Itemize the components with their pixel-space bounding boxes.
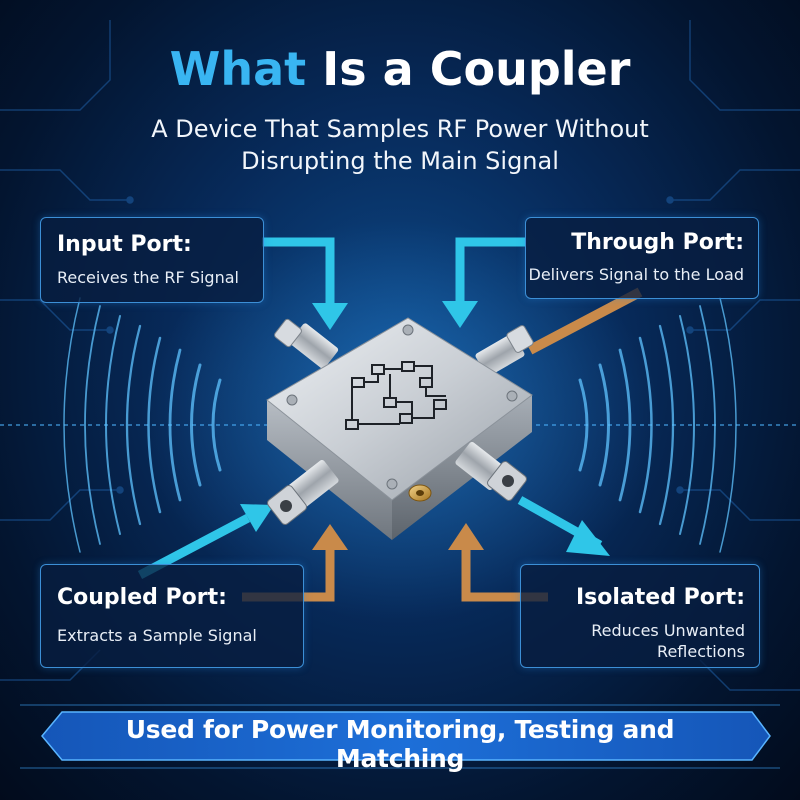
isolated-port-title: Isolated Port:	[575, 585, 745, 610]
coupler-device-icon	[266, 317, 534, 540]
subtitle-line-2: Disrupting the Main Signal	[241, 147, 559, 175]
page-title: What Is a Coupler	[0, 42, 800, 96]
isolated-port-desc-line-1: Reduces Unwanted	[591, 621, 745, 640]
title-accent: What	[169, 42, 307, 96]
circuit-traces	[0, 20, 800, 691]
sma-connector-icon	[267, 460, 339, 525]
page-subtitle: A Device That Samples RF Power Without D…	[100, 113, 700, 177]
through-port-box: Through Port: Delivers Signal to the Loa…	[525, 217, 759, 299]
subtitle-line-1: A Device That Samples RF Power Without	[151, 115, 649, 143]
circuit-schematic-icon	[345, 361, 447, 430]
input-port-box: Input Port: Receives the RF Signal	[40, 217, 264, 303]
gold-terminal-icon	[408, 484, 432, 502]
sma-connector-icon	[274, 318, 339, 369]
isolated-port-desc-line-2: Reflections	[657, 642, 745, 661]
coupled-port-desc: Extracts a Sample Signal	[57, 626, 257, 645]
coupled-port-title: Coupled Port:	[57, 585, 227, 610]
signal-wave-icon	[578, 297, 737, 553]
through-port-desc: Delivers Signal to the Load	[528, 265, 744, 284]
input-port-title: Input Port:	[57, 232, 192, 257]
input-port-desc: Receives the RF Signal	[57, 268, 239, 287]
through-port-title: Through Port:	[571, 230, 744, 255]
sma-connector-icon	[455, 442, 527, 501]
isolated-port-desc: Reduces Unwanted Reflections	[535, 620, 745, 662]
sma-connector-icon	[475, 325, 534, 377]
signal-wave-icon	[63, 297, 222, 553]
isolated-port-box: Isolated Port: Reduces Unwanted Reflecti…	[520, 564, 760, 668]
bottom-banner	[20, 704, 780, 769]
banner-text: Used for Power Monitoring, Testing and M…	[125, 715, 675, 773]
title-rest: Is a Coupler	[306, 42, 631, 96]
coupled-port-box: Coupled Port: Extracts a Sample Signal	[40, 564, 304, 668]
